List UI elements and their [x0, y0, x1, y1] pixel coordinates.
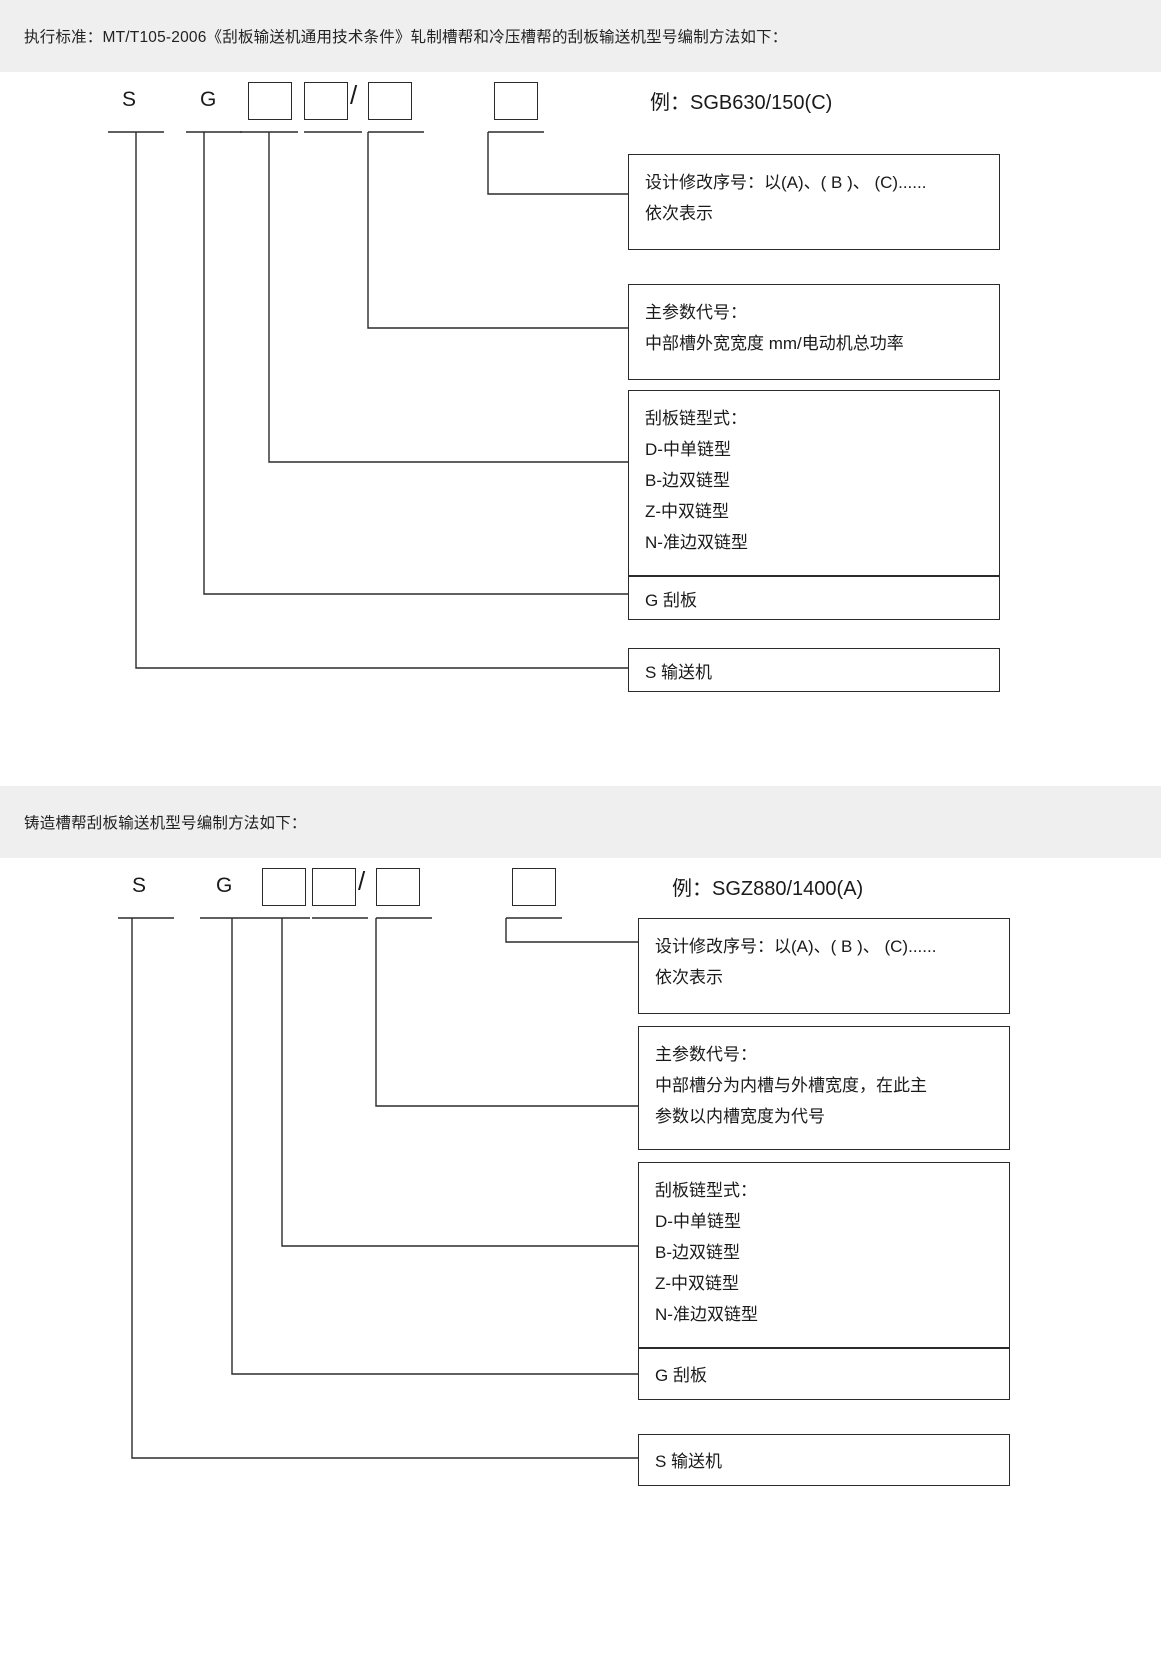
code-letter-s: S — [122, 88, 137, 111]
code-box-revision — [494, 82, 538, 120]
conveyor-label: S 输送机 — [655, 1452, 723, 1471]
explain-box-revision: 设计修改序号：以(A)、( B )、 (C)...... 依次表示 — [638, 918, 1010, 1014]
section-2-diagram: S G / 例：SGZ880/1400(A) — [72, 858, 1161, 1578]
code-letter-s: S — [132, 874, 147, 897]
main-param-line-2: 中部槽外宽宽度 mm/电动机总功率 — [645, 334, 904, 353]
code-box-trough-width — [312, 868, 356, 906]
code-letter-g: G — [200, 88, 217, 111]
code-box-motor-power — [368, 82, 412, 120]
code-slash: / — [350, 80, 358, 110]
section-2-banner-text: 铸造槽帮刮板输送机型号编制方法如下： — [24, 815, 307, 832]
revision-line-1: 设计修改序号：以(A)、( B )、 (C)...... — [645, 173, 927, 192]
explain-box-chain-type: 刮板链型式： D-中单链型 B-边双链型 Z-中双链型 N-准边双链型 — [638, 1162, 1010, 1348]
explain-box-scraper: G 刮板 — [638, 1348, 1010, 1400]
code-box-chain-type — [248, 82, 292, 120]
scraper-label: G 刮板 — [655, 1366, 707, 1385]
main-param-line-1: 主参数代号： — [645, 303, 747, 322]
section-2-code-row: S G / 例：SGZ880/1400(A) — [72, 858, 1161, 924]
conveyor-label: S 输送机 — [645, 663, 713, 682]
code-example: 例：SGZ880/1400(A) — [672, 878, 864, 900]
chain-type-item-n: N-准边双链型 — [655, 1305, 758, 1324]
explain-box-conveyor: S 输送机 — [628, 648, 1000, 692]
chain-type-title: 刮板链型式： — [645, 409, 747, 428]
model-code-composition-page: 执行标准：MT/T105-2006《刮板输送机通用技术条件》轧制槽帮和冷压槽帮的… — [0, 0, 1161, 1578]
main-param-line-2: 中部槽分为内槽与外槽宽度，在此主 — [655, 1076, 927, 1095]
chain-type-item-d: D-中单链型 — [655, 1212, 741, 1231]
main-param-line-1: 主参数代号： — [655, 1045, 757, 1064]
code-slash: / — [358, 866, 366, 896]
revision-line-2: 依次表示 — [655, 968, 723, 987]
main-param-line-3: 参数以内槽宽度为代号 — [655, 1107, 825, 1126]
chain-type-item-d: D-中单链型 — [645, 440, 731, 459]
chain-type-item-n: N-准边双链型 — [645, 533, 748, 552]
section-1-code-row: S G / 例：SGB630/150(C) — [72, 72, 1161, 138]
code-box-chain-type — [262, 868, 306, 906]
code-box-trough-width — [304, 82, 348, 120]
explain-box-main-parameter: 主参数代号： 中部槽外宽宽度 mm/电动机总功率 — [628, 284, 1000, 380]
section-1-banner: 执行标准：MT/T105-2006《刮板输送机通用技术条件》轧制槽帮和冷压槽帮的… — [0, 0, 1161, 72]
code-box-revision — [512, 868, 556, 906]
section-2-banner: 铸造槽帮刮板输送机型号编制方法如下： — [0, 786, 1161, 858]
chain-type-item-z: Z-中双链型 — [645, 502, 730, 521]
explain-box-revision: 设计修改序号：以(A)、( B )、 (C)...... 依次表示 — [628, 154, 1000, 250]
explain-box-chain-type: 刮板链型式： D-中单链型 B-边双链型 Z-中双链型 N-准边双链型 — [628, 390, 1000, 576]
explain-box-main-parameter: 主参数代号： 中部槽分为内槽与外槽宽度，在此主 参数以内槽宽度为代号 — [638, 1026, 1010, 1150]
section-cast-trough: 铸造槽帮刮板输送机型号编制方法如下： S G / 例：SGZ880/1400(A… — [0, 786, 1161, 1578]
section-rolled-trough: 执行标准：MT/T105-2006《刮板输送机通用技术条件》轧制槽帮和冷压槽帮的… — [0, 0, 1161, 772]
code-box-motor-power — [376, 868, 420, 906]
chain-type-title: 刮板链型式： — [655, 1181, 757, 1200]
scraper-label: G 刮板 — [645, 591, 697, 610]
chain-type-item-z: Z-中双链型 — [655, 1274, 740, 1293]
explain-box-scraper: G 刮板 — [628, 576, 1000, 620]
code-example: 例：SGB630/150(C) — [650, 92, 833, 114]
code-letter-g: G — [216, 874, 233, 897]
revision-line-2: 依次表示 — [645, 204, 713, 223]
section-divider — [0, 772, 1161, 786]
section-1-banner-text: 执行标准：MT/T105-2006《刮板输送机通用技术条件》轧制槽帮和冷压槽帮的… — [24, 29, 788, 46]
chain-type-item-b: B-边双链型 — [645, 471, 730, 490]
explain-box-conveyor: S 输送机 — [638, 1434, 1010, 1486]
revision-line-1: 设计修改序号：以(A)、( B )、 (C)...... — [655, 937, 937, 956]
section-1-diagram: S G / 例：SGB630/150(C) — [72, 72, 1161, 772]
chain-type-item-b: B-边双链型 — [655, 1243, 740, 1262]
